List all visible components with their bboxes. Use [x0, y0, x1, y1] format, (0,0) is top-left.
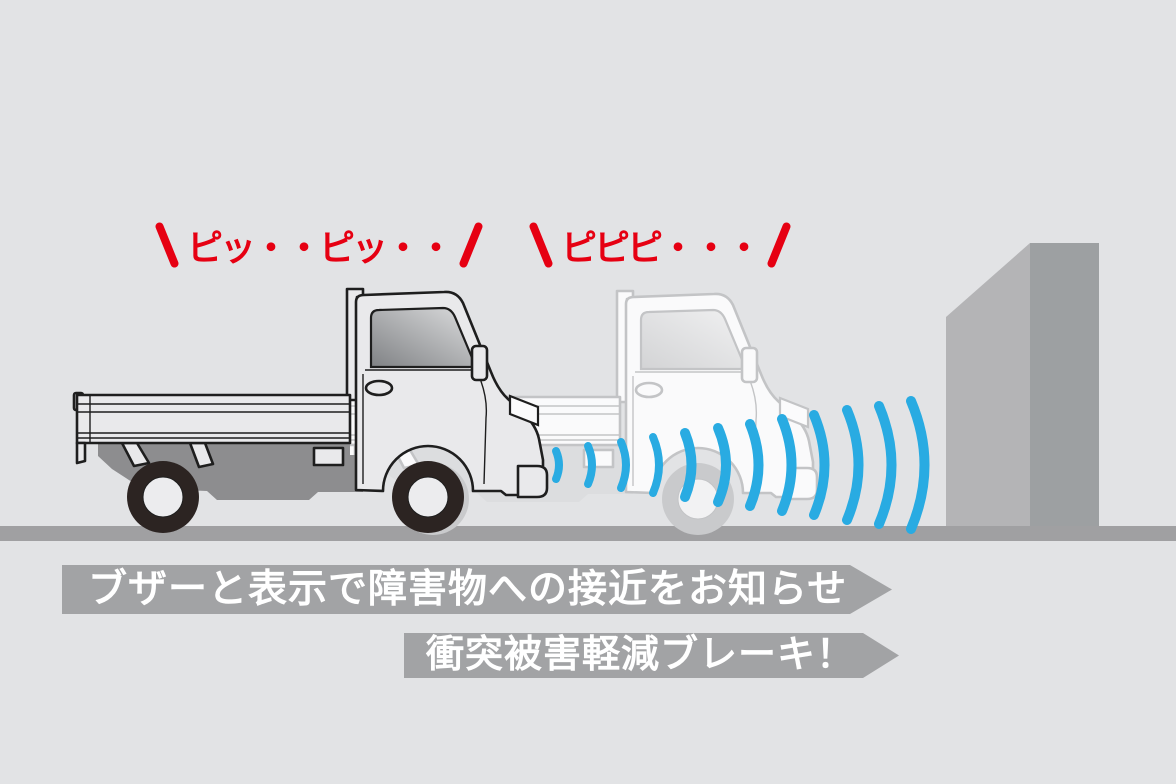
buzzer-sound-text: ピピピ・・・ — [561, 227, 762, 268]
sonar-wave-arc — [874, 401, 897, 529]
sonar-wave-arc — [842, 405, 864, 525]
wall-side-face — [1030, 243, 1099, 527]
sonar-wave-arc — [777, 414, 797, 516]
sonar-wave-arc — [745, 419, 764, 511]
info-banner-brake: 衝突被害軽減ブレーキ！ — [404, 633, 899, 678]
sonar-wave-arc — [680, 428, 697, 502]
sonar-wave-arc — [649, 433, 663, 497]
sonar-wave-arc — [809, 410, 830, 520]
sonar-wave-arc — [713, 423, 731, 507]
truck-solid-illustration — [72, 287, 549, 535]
buzzer-sound-label-fast: ピピピ・・・ — [528, 216, 792, 274]
buzzer-sound-text: ピッ・・ピッ・・ — [187, 227, 454, 268]
wall-obstacle — [946, 243, 1099, 527]
sonar-wave-arc — [906, 396, 930, 534]
sonar-wave-arc — [617, 438, 630, 492]
info-banner-buzzer: ブザーと表示で障害物への接近をお知らせ — [62, 565, 892, 614]
sonar-wave-arc — [552, 447, 563, 483]
sonar-wave-arc — [584, 442, 596, 488]
wall-front-face — [946, 243, 1030, 527]
buzzer-sound-label-slow: ピッ・・ピッ・・ — [154, 216, 484, 274]
sonar-waves — [552, 396, 930, 534]
ground — [0, 526, 1176, 541]
